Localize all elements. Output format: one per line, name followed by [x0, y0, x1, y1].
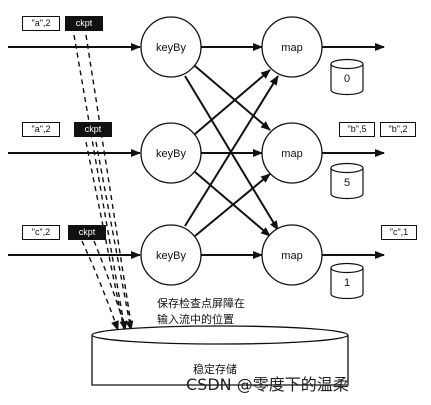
map-node-1: map: [261, 16, 323, 78]
map-node-2: map: [261, 122, 323, 184]
input-record-3: "c",2: [22, 225, 60, 240]
keyby-label-2: keyBy: [156, 148, 186, 160]
checkpoint-dashed-line-1b: [85, 34, 133, 331]
edge-k3-m2: [194, 173, 271, 237]
edge-k2-m1: [194, 69, 271, 135]
output-record-c1: "c",1: [381, 225, 417, 240]
edge-k1-m2: [194, 65, 271, 131]
map-label-2: map: [281, 148, 302, 160]
stable-storage-label: 稳定存储: [193, 363, 237, 376]
output-record-b5: "b",5: [339, 122, 375, 137]
checkpoint-dashed-line-3b: [93, 240, 127, 331]
checkpoint-barrier-1: ckpt: [65, 16, 103, 31]
checkpoint-dashed-line-3a: [81, 240, 119, 331]
csdn-watermark: CSDN @零度下的温柔: [186, 375, 349, 394]
map-node-3: map: [261, 224, 323, 286]
checkpoint-dashed-line-1a: [73, 34, 128, 331]
state-value-1: 0: [344, 73, 350, 85]
map-label-3: map: [281, 250, 302, 262]
edge-k3-m1: [184, 75, 279, 227]
checkpoint-dashed-line-2b: [95, 141, 134, 331]
state-value-3: 1: [344, 277, 350, 289]
state-cylinder-1: 0: [330, 58, 364, 96]
keyby-label-3: keyBy: [156, 250, 186, 262]
input-record-2: "a",2: [22, 122, 60, 137]
keyby-node-1: keyBy: [140, 16, 202, 78]
keyby-node-3: keyBy: [140, 224, 202, 286]
checkpoint-note: 保存检查点屏障在 输入流中的位置: [157, 296, 245, 328]
state-value-2: 5: [344, 177, 350, 189]
keyby-node-2: keyBy: [140, 122, 202, 184]
output-record-b2: "b",2: [380, 122, 416, 137]
keyby-label-1: keyBy: [156, 42, 186, 54]
checkpoint-note-line-1: 保存检查点屏障在: [157, 297, 245, 310]
state-cylinder-3: 1: [330, 262, 364, 300]
state-cylinder-2: 5: [330, 162, 364, 200]
input-record-1: "a",2: [22, 16, 60, 31]
map-label-1: map: [281, 42, 302, 54]
checkpoint-dashed-line-2a: [85, 141, 125, 331]
checkpoint-barrier-3: ckpt: [68, 225, 106, 240]
stable-storage: [91, 325, 349, 386]
checkpoint-barrier-2: ckpt: [74, 122, 112, 137]
checkpoint-note-line-2: 输入流中的位置: [157, 313, 234, 326]
